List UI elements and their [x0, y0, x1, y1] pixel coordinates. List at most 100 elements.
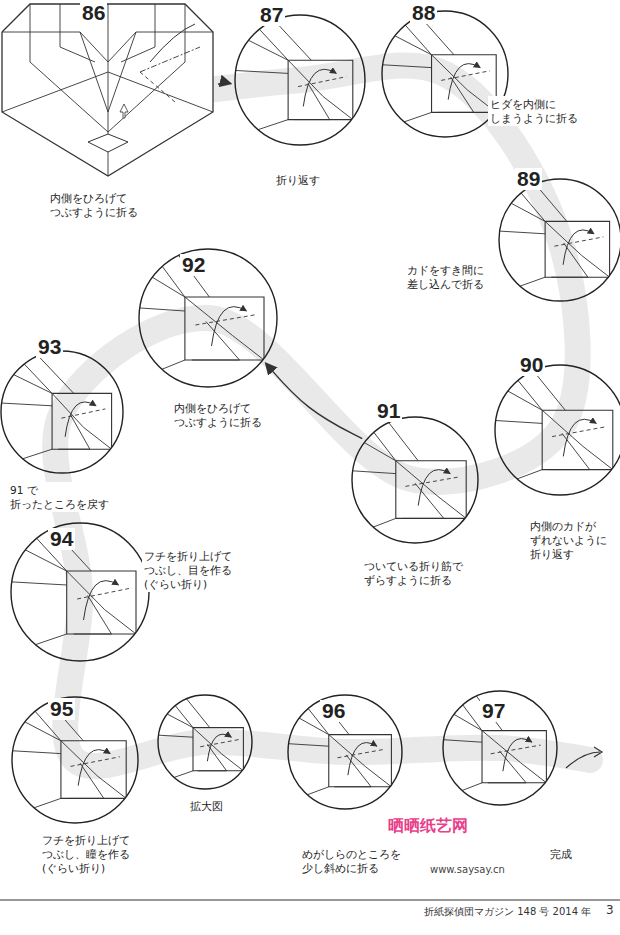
- fold-line: [200, 740, 238, 747]
- step-frame: [443, 691, 557, 805]
- fold-line: [488, 751, 526, 783]
- step-number: 90: [518, 354, 545, 376]
- step-shape: [10, 522, 150, 662]
- fold-line: [140, 72, 175, 102]
- fold-line: [448, 685, 482, 731]
- fold-line: [346, 470, 396, 473]
- fold-line: [288, 60, 353, 119]
- fold-line: [545, 221, 609, 277]
- fold-line: [482, 731, 546, 783]
- fold-line: [42, 517, 92, 571]
- fold-arrow: [563, 230, 594, 265]
- push-mark: [120, 104, 128, 118]
- fold-arrow: [418, 470, 450, 506]
- step-figure: 86内側をひろげて つぶすように折る: [0, 2, 215, 178]
- step-circle: 87折り返す: [234, 14, 366, 146]
- fold-arrow: [212, 307, 247, 346]
- step-number: 95: [48, 698, 75, 720]
- next-page-arrow: [566, 752, 600, 768]
- footer-text: 折紙探偵団マガジン 148 号 2014 年: [424, 905, 591, 919]
- fold-drawing: [229, 9, 353, 139]
- fold-arrow: [207, 734, 231, 761]
- fold-line: [40, 691, 84, 741]
- step-caption: カドをすき間に 差し込んで折る: [405, 262, 491, 292]
- step-caption: 拡大図: [188, 798, 230, 814]
- fold-line: [295, 83, 330, 119]
- flow-band: [55, 65, 590, 766]
- fold-line: [489, 381, 542, 411]
- fold-line: [67, 571, 136, 634]
- step-frame: [12, 697, 138, 823]
- fold-line: [545, 221, 609, 277]
- page-number: 3: [606, 903, 614, 917]
- step-circle: 96めがしらのところを 少し斜めに折る: [287, 694, 403, 810]
- step-shape: [157, 694, 253, 790]
- fold-drawing: [437, 685, 546, 800]
- fold-line: [542, 410, 613, 469]
- fold-arrow: [150, 24, 195, 62]
- step-frame: [158, 695, 252, 789]
- step-frame: [11, 523, 149, 661]
- fold-line: [549, 433, 590, 469]
- fold-arrow: [65, 402, 96, 437]
- step-caption: 内側をひろげて つぶすように折る: [172, 400, 269, 430]
- step-shape: [351, 416, 479, 544]
- fold-line: [67, 571, 136, 634]
- step-arrow: [218, 83, 231, 85]
- fold-line: [61, 741, 126, 799]
- fold-drawing: [2, 4, 213, 176]
- step-caption: ついている折り筋で ずらすように折る: [362, 558, 470, 588]
- step-shape: [234, 14, 366, 146]
- fold-line: [2, 4, 213, 176]
- fold-line: [0, 366, 52, 394]
- fold-line: [329, 735, 392, 787]
- fold-arrow: [448, 64, 480, 100]
- step-number: 86: [80, 2, 107, 24]
- fold-line: [185, 297, 264, 360]
- fold-line: [402, 483, 444, 518]
- step-number: 88: [410, 2, 437, 24]
- fold-line: [152, 771, 193, 785]
- fold-line: [493, 231, 545, 234]
- footer-rule: [0, 900, 620, 901]
- fold-drawing: [282, 689, 391, 804]
- fold-arrow: [348, 743, 377, 776]
- fold-line: [551, 243, 588, 277]
- fold-arrow: [78, 750, 110, 786]
- fold-line: [396, 461, 466, 519]
- next-page-arrow-head: [594, 747, 602, 757]
- step-circle: 91ついている折り筋で ずらすように折る: [351, 416, 479, 544]
- fold-arrow: [303, 69, 336, 106]
- fold-line: [432, 55, 497, 113]
- step-circle: 94フチを折り上げて つぶし、目を作る (ぐらい折り): [10, 522, 150, 662]
- watermark-url: www.saysay.cn: [430, 864, 505, 875]
- fold-line: [482, 731, 546, 783]
- fold-line: [437, 783, 482, 800]
- step-caption: フチを折り上げて つぶし、目を作る (ぐらい折り): [142, 548, 239, 592]
- fold-line: [337, 749, 385, 758]
- fold-line: [193, 728, 243, 771]
- fold-line: [71, 757, 120, 767]
- fold-line: [329, 735, 392, 787]
- fold-line: [282, 787, 329, 804]
- step-caption: 91 で 折ったところを戻す: [8, 482, 116, 512]
- step-circle: 89カドをすき間に 差し込んで折る: [498, 178, 620, 302]
- fold-line: [2, 72, 213, 112]
- step-number: 87: [258, 4, 285, 26]
- fold-line: [108, 4, 185, 132]
- fold-line: [88, 134, 128, 152]
- fold-line: [140, 47, 200, 72]
- fold-line: [145, 243, 185, 297]
- fold-line: [52, 393, 112, 449]
- fold-line: [376, 64, 432, 67]
- fold-line: [193, 728, 243, 771]
- step-number: 94: [48, 528, 75, 550]
- fold-line: [133, 360, 185, 381]
- fold-line: [432, 55, 497, 113]
- fold-line: [52, 393, 112, 449]
- fold-line: [195, 315, 257, 326]
- fold-drawing: [346, 411, 466, 538]
- step-circle: 90内側のカドが ずれないように 折り返す: [494, 364, 620, 496]
- fold-line: [0, 403, 52, 406]
